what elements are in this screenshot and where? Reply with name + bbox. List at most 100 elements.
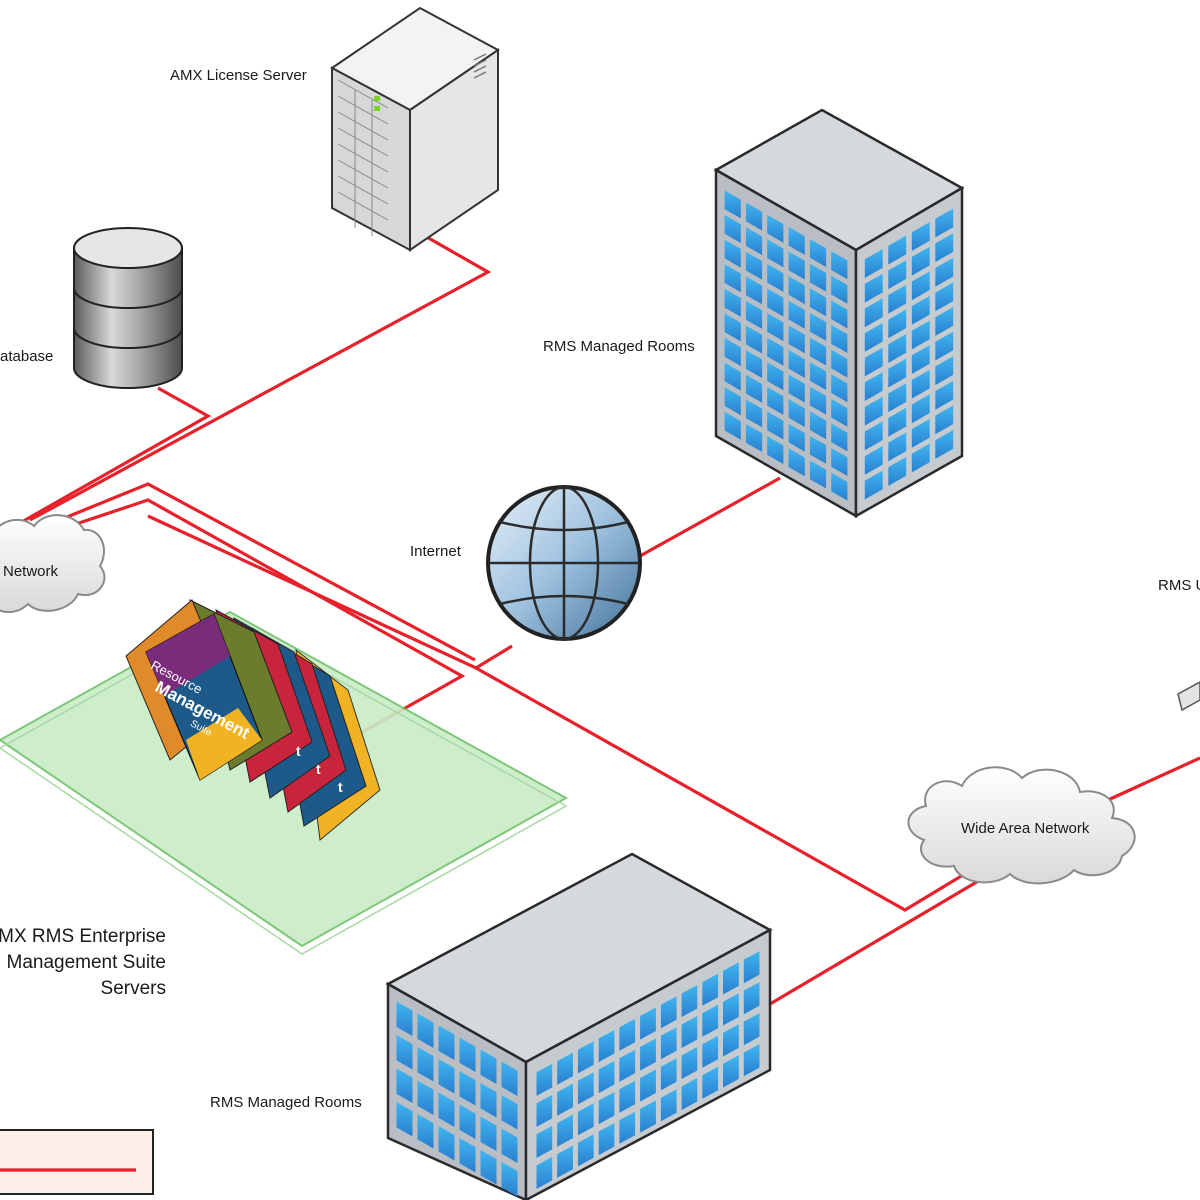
window bbox=[911, 443, 930, 473]
window bbox=[831, 398, 848, 427]
window bbox=[660, 1027, 677, 1060]
window bbox=[864, 396, 883, 426]
window bbox=[911, 369, 930, 399]
window bbox=[864, 372, 883, 401]
tall-building-side-windows bbox=[864, 208, 954, 500]
window bbox=[724, 338, 741, 366]
window bbox=[788, 325, 805, 354]
window bbox=[864, 445, 883, 475]
window bbox=[640, 1007, 656, 1040]
window bbox=[577, 1072, 594, 1105]
window bbox=[888, 260, 907, 290]
window bbox=[396, 1102, 413, 1137]
window bbox=[396, 1068, 413, 1103]
window bbox=[888, 432, 907, 462]
window bbox=[660, 1089, 677, 1122]
window bbox=[911, 320, 930, 350]
window bbox=[417, 1047, 434, 1082]
window bbox=[438, 1059, 455, 1094]
window bbox=[809, 312, 827, 341]
window bbox=[459, 1037, 476, 1072]
window bbox=[864, 298, 883, 328]
window bbox=[724, 264, 741, 293]
window bbox=[767, 239, 784, 268]
window bbox=[911, 295, 930, 325]
window bbox=[745, 374, 763, 403]
window bbox=[640, 1069, 656, 1102]
window bbox=[745, 325, 763, 354]
window bbox=[831, 349, 848, 378]
window bbox=[745, 276, 763, 305]
managed-rooms-top-label: RMS Managed Rooms bbox=[543, 338, 695, 355]
window bbox=[557, 1083, 573, 1116]
servers-caption-line2: Management Suite bbox=[7, 952, 167, 973]
window bbox=[831, 325, 848, 353]
window bbox=[935, 356, 954, 386]
wire-license-server bbox=[29, 230, 492, 522]
window bbox=[598, 1092, 615, 1125]
window bbox=[935, 257, 954, 287]
window bbox=[788, 251, 805, 280]
window bbox=[743, 951, 760, 984]
window bbox=[864, 249, 883, 278]
tall-building-icon bbox=[713, 108, 965, 519]
window bbox=[788, 374, 805, 403]
window bbox=[501, 1061, 518, 1096]
window bbox=[809, 239, 827, 267]
window bbox=[888, 358, 907, 388]
window bbox=[536, 1094, 553, 1127]
window bbox=[745, 399, 763, 428]
window bbox=[831, 423, 848, 452]
window bbox=[480, 1116, 497, 1151]
window bbox=[396, 1035, 413, 1070]
window bbox=[745, 202, 763, 231]
window bbox=[724, 411, 741, 440]
window bbox=[724, 190, 741, 219]
network-label: Network bbox=[3, 563, 59, 580]
window bbox=[417, 1080, 434, 1115]
wire-wan-bottom-building bbox=[769, 878, 981, 1006]
wan-cloud-icon bbox=[907, 766, 1136, 885]
wide-building-windows bbox=[396, 1001, 518, 1197]
window bbox=[911, 246, 930, 276]
window bbox=[501, 1162, 518, 1197]
window bbox=[724, 239, 741, 268]
window bbox=[788, 399, 805, 428]
window bbox=[788, 276, 805, 305]
window bbox=[681, 1077, 698, 1110]
product-box-stack: Resource Management Suite t t t bbox=[125, 599, 381, 841]
window bbox=[660, 996, 677, 1029]
window bbox=[935, 307, 954, 336]
window bbox=[417, 1114, 434, 1149]
window bbox=[888, 284, 907, 314]
window bbox=[577, 1103, 594, 1136]
window bbox=[724, 313, 741, 342]
window bbox=[702, 1066, 719, 1099]
window bbox=[745, 424, 763, 452]
window bbox=[767, 386, 784, 415]
window bbox=[723, 1055, 739, 1088]
window bbox=[598, 1030, 615, 1063]
wire-wan-right bbox=[1107, 756, 1200, 802]
window bbox=[724, 362, 741, 391]
window bbox=[619, 1111, 636, 1144]
window bbox=[767, 337, 784, 366]
window bbox=[864, 470, 883, 500]
window bbox=[681, 1046, 698, 1079]
window bbox=[809, 411, 827, 440]
window bbox=[702, 973, 719, 1006]
window bbox=[501, 1095, 518, 1130]
window bbox=[788, 226, 805, 255]
wide-building-side-windows bbox=[536, 951, 760, 1189]
window bbox=[745, 350, 763, 379]
window bbox=[831, 275, 848, 304]
window bbox=[809, 362, 827, 390]
window bbox=[935, 233, 954, 263]
window bbox=[557, 1114, 573, 1147]
window bbox=[888, 457, 907, 486]
managed-rooms-bottom-label: RMS Managed Rooms bbox=[210, 1094, 362, 1111]
wire-network-a bbox=[39, 482, 476, 662]
window bbox=[459, 1071, 476, 1106]
window bbox=[831, 300, 848, 329]
window bbox=[557, 1145, 573, 1178]
